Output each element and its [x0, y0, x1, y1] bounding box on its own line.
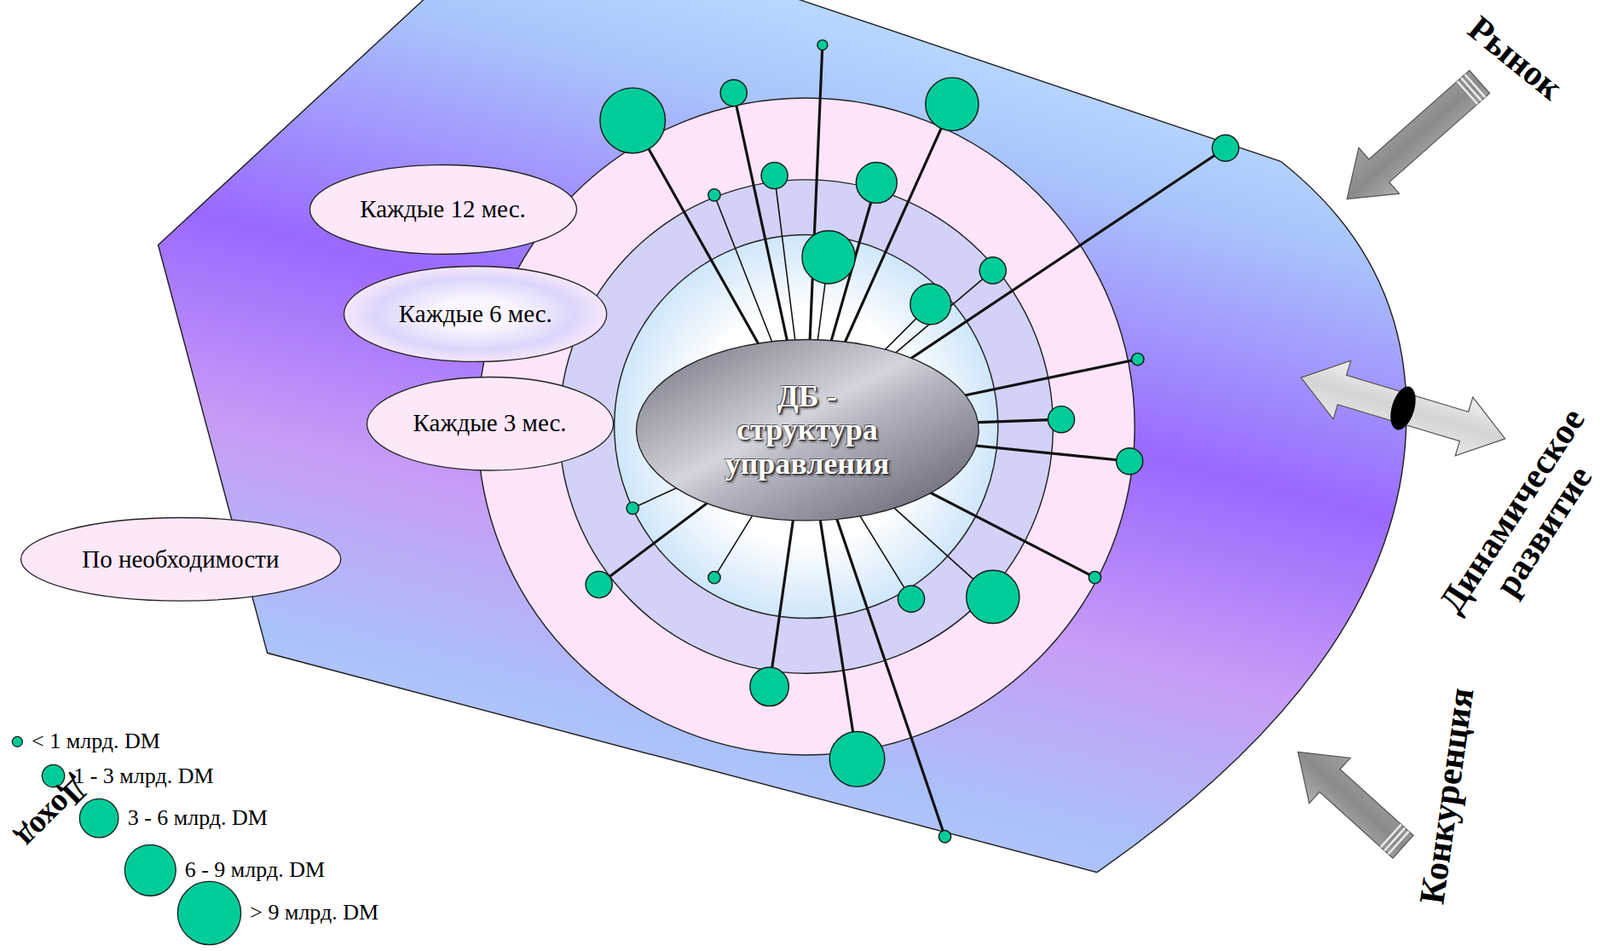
legend-swatch	[10, 734, 25, 750]
revenue-dot	[925, 77, 979, 131]
legend-swatch	[175, 879, 243, 948]
revenue-dot	[626, 502, 639, 515]
arrow-knot	[1386, 383, 1421, 434]
legend-dot	[124, 844, 176, 896]
revenue-dot	[966, 570, 1020, 624]
interval-label: Каждые 6 мес.	[398, 299, 553, 330]
revenue-dot	[708, 189, 721, 202]
interval-ellipse: Каждые 6 мес.	[342, 265, 608, 364]
revenue-dot	[1212, 134, 1239, 162]
interval-label: Каждые 12 мес.	[359, 194, 526, 225]
legend-dot	[177, 881, 241, 945]
legend-dot	[41, 765, 64, 788]
force-label: Конкуренция	[1413, 685, 1481, 907]
legend-text: 1 - 3 млрд. DM	[73, 763, 214, 790]
interval-label: По необходимости	[81, 544, 279, 575]
block-arrow	[1292, 348, 1514, 469]
revenue-dot	[585, 571, 613, 599]
revenue-dot	[855, 162, 897, 204]
revenue-dot	[1047, 406, 1075, 434]
ellipse-shape	[20, 517, 341, 601]
revenue-dot	[1088, 571, 1101, 584]
ellipse-shape	[309, 164, 577, 255]
ellipse-shape	[366, 376, 613, 471]
core-title: ДБ - структура управления	[715, 380, 899, 482]
revenue-dot	[802, 231, 855, 284]
revenue-dot	[979, 257, 1006, 284]
arrow-shape	[1326, 58, 1500, 222]
inner-ring	[614, 234, 999, 619]
interval-ellipse: Каждые 12 мес.	[308, 163, 578, 256]
legend-dot	[11, 736, 23, 747]
middle-ring	[559, 179, 1053, 674]
revenue-dot	[750, 667, 789, 706]
legend-text: > 9 млрд. DM	[249, 900, 379, 926]
revenue-dot	[708, 571, 721, 584]
revenue-dot	[720, 80, 747, 107]
legend-swatch	[122, 843, 179, 899]
interval-ellipse: Каждые 3 мес.	[365, 375, 615, 473]
legend-text: 3 - 6 млрд. DM	[127, 805, 268, 832]
ellipse-shape	[344, 266, 607, 363]
revenue-dot	[1116, 448, 1144, 475]
interval-label: Каждые 3 мес.	[413, 408, 567, 439]
revenue-dot	[897, 585, 925, 613]
arrow-tail-stripe	[1380, 825, 1402, 849]
block-arrow	[1326, 58, 1500, 222]
revenue-dot	[600, 87, 666, 154]
legend-dot	[79, 798, 118, 838]
revenue-dot	[1132, 352, 1144, 365]
ellipse-shape	[635, 340, 979, 521]
revenue-dot	[761, 162, 788, 190]
revenue-dot	[938, 831, 951, 844]
block-arrow	[1277, 729, 1424, 871]
core-ellipse: ДБ - структура управления	[635, 338, 981, 522]
arrow-shape	[1292, 348, 1514, 469]
background-band	[158, 0, 1407, 873]
revenue-dot	[817, 40, 828, 51]
revenue-dot	[910, 283, 952, 325]
legend-text: < 1 млрд. DM	[31, 728, 161, 755]
legend-text: 6 - 9 млрд. DM	[184, 857, 325, 884]
arrow-shape	[1277, 729, 1424, 871]
revenue-dot	[829, 731, 885, 787]
interval-ellipse: По необходимости	[19, 516, 342, 603]
arrow-tail-stripe	[1457, 80, 1479, 104]
